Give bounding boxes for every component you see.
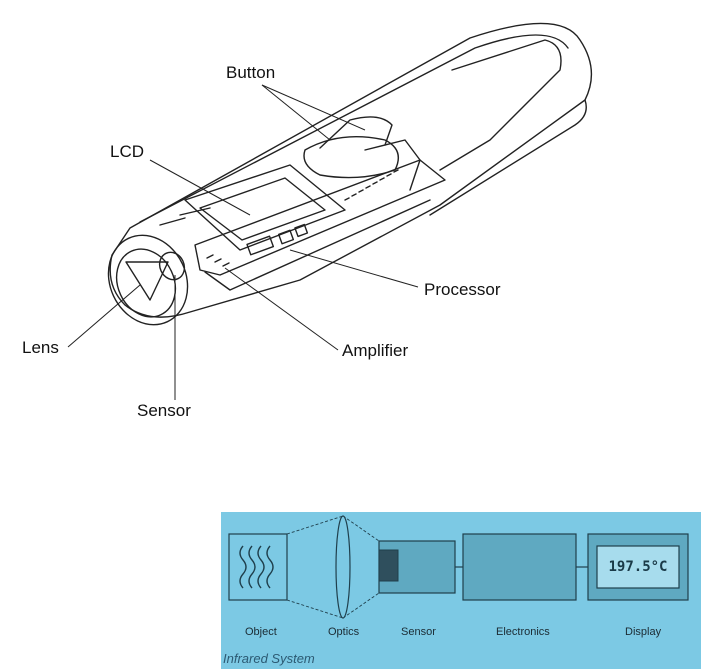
leader-lcd xyxy=(149,159,251,216)
heat-waves-icon xyxy=(239,545,274,589)
leader-button-a xyxy=(261,84,331,141)
object-block xyxy=(228,533,288,601)
callout-processor: Processor xyxy=(424,280,501,299)
connector-pins xyxy=(344,169,399,201)
leader-button-b xyxy=(261,84,366,131)
lens-end-inner xyxy=(115,248,177,318)
label-optics: Optics xyxy=(328,626,360,638)
optics-lens xyxy=(335,515,351,619)
leader-amplifier xyxy=(224,267,339,351)
electronics-block xyxy=(462,533,577,601)
lcd-panel xyxy=(184,164,346,251)
lens-end xyxy=(107,234,189,326)
display-screen xyxy=(596,545,680,589)
button-cap xyxy=(303,136,399,179)
callout-sensor: Sensor xyxy=(137,401,191,420)
leader-lens xyxy=(67,284,141,348)
sensor-lens xyxy=(158,251,186,281)
label-object: Object xyxy=(245,626,277,638)
label-display: Display xyxy=(625,626,662,638)
panel-title: Infrared System xyxy=(223,651,315,666)
display-readout: 197.5°C xyxy=(608,559,668,575)
label-electronics: Electronics xyxy=(496,626,550,638)
optics-ray-lines xyxy=(286,515,380,619)
callout-amplifier: Amplifier xyxy=(342,341,409,360)
chip-a xyxy=(246,235,275,256)
label-sensor: Sensor xyxy=(401,626,436,638)
callout-lcd: LCD xyxy=(110,142,145,161)
chip-b xyxy=(277,229,295,245)
housing-top-edge xyxy=(139,34,569,223)
housing-inner-edge xyxy=(439,39,562,171)
callout-button: Button xyxy=(226,63,276,82)
sensor-element xyxy=(378,549,399,582)
chip-c xyxy=(294,223,309,238)
leader-processor xyxy=(289,249,419,288)
callout-lens: Lens xyxy=(22,338,59,357)
housing-side xyxy=(429,99,587,216)
